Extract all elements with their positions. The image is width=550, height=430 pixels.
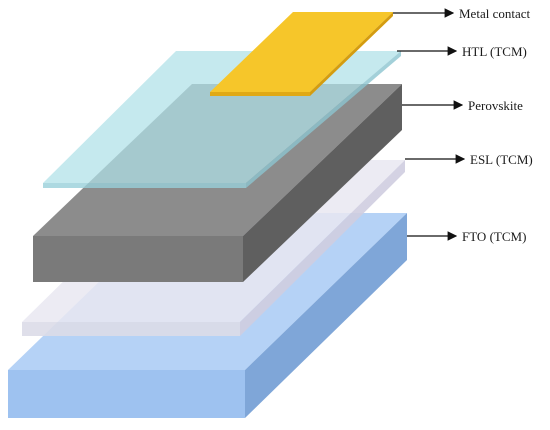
metal-contact-label: Metal contact xyxy=(459,6,531,21)
fto-label: FTO (TCM) xyxy=(462,229,527,244)
label-arrows xyxy=(393,8,466,241)
htl-label: HTL (TCM) xyxy=(462,44,527,59)
esl-label: ESL (TCM) xyxy=(470,152,533,167)
metal-contact-layer xyxy=(210,12,393,96)
perovskite-label: Perovskite xyxy=(468,98,523,113)
